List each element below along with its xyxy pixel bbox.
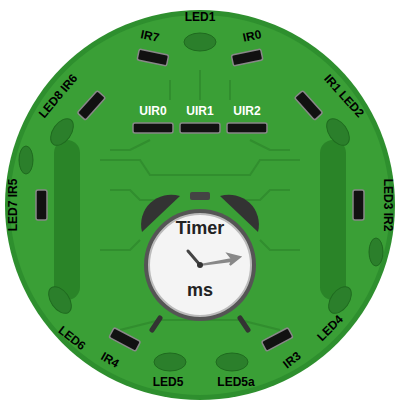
led-pads [19, 33, 383, 371]
part-label: LED1 [185, 11, 216, 23]
pcb-traces [100, 70, 300, 330]
uir-sensors [133, 123, 267, 133]
part-label: LED5a [217, 376, 254, 388]
part-label: UIR0 [139, 105, 166, 117]
board-rim [5, 10, 395, 400]
clock-part [200, 254, 240, 265]
clock-title: Timer [142, 219, 258, 237]
part-label: LED5 [153, 376, 184, 388]
part-label: LED7 IR5 [7, 179, 19, 232]
clock-bells [141, 192, 259, 330]
clock-face: Timer ms [142, 207, 258, 323]
part-label: UIR1 [186, 105, 213, 117]
board-surface [10, 15, 390, 395]
ir-sensors [36, 49, 364, 351]
clock-part [197, 262, 203, 268]
part-label: UIR2 [233, 105, 260, 117]
clock-unit: ms [142, 281, 258, 299]
part-label: LED3 IR2 [382, 179, 394, 232]
part-label: IR0 [242, 28, 263, 44]
part-label: IR7 [140, 28, 161, 44]
